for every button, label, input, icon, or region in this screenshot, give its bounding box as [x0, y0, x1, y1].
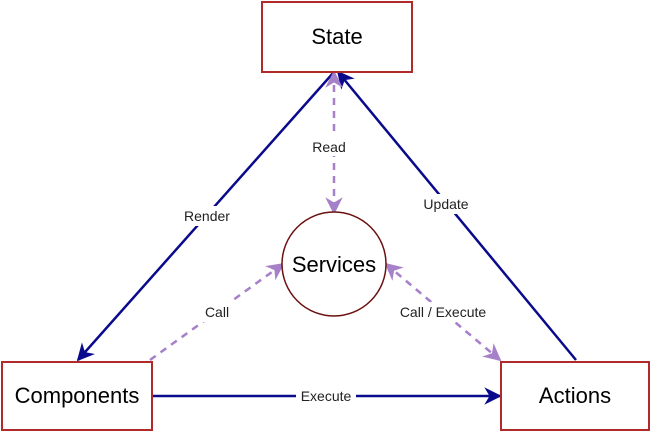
call-label: Call — [205, 304, 229, 320]
call-label-group: Call — [200, 302, 234, 322]
actions-label: Actions — [539, 383, 611, 408]
render-label: Render — [184, 208, 230, 224]
read-label: Read — [312, 139, 345, 155]
update-label-group: Update — [418, 194, 476, 214]
components-label: Components — [15, 383, 140, 408]
execute-label-group: Execute — [296, 388, 356, 406]
update-label: Update — [423, 196, 468, 212]
state-label: State — [311, 24, 362, 49]
services-node: Services — [281, 211, 387, 317]
render-label-group: Render — [178, 206, 238, 226]
call-execute-label: Call / Execute — [400, 304, 487, 320]
read-label-group: Read — [306, 136, 352, 156]
state-node: State — [261, 1, 413, 73]
call-execute-label-group: Call / Execute — [392, 302, 496, 322]
components-node: Components — [1, 361, 153, 431]
update-edge — [336, 70, 577, 361]
services-label: Services — [292, 252, 376, 277]
actions-node: Actions — [500, 361, 650, 431]
execute-label: Execute — [301, 388, 352, 404]
